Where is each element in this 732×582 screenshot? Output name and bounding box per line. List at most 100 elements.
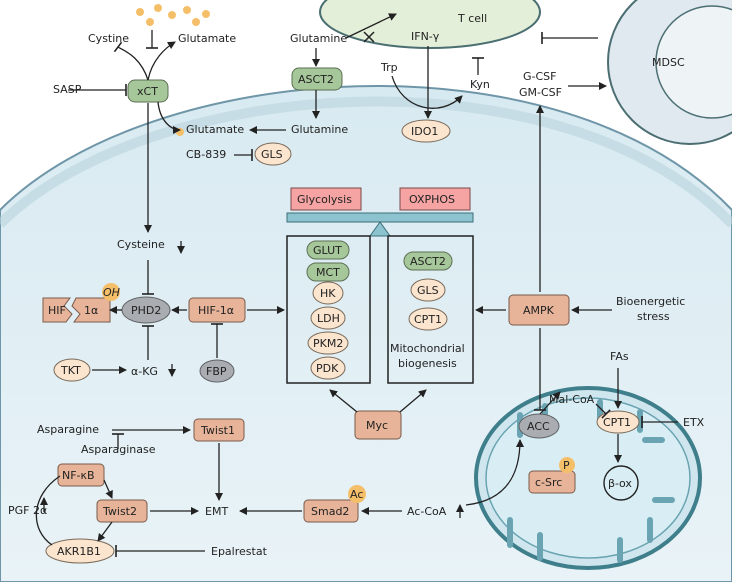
cpt1-node [408, 307, 448, 331]
etx-label: ETX [683, 416, 705, 429]
tkt-node [53, 358, 91, 382]
acc-node [518, 413, 560, 439]
oxphos-box [399, 187, 471, 211]
pkm2-node [307, 331, 349, 355]
akr1b1-label: AKR1B1 [57, 545, 101, 558]
acc-label: ACC [527, 420, 550, 433]
mdsc-nucleus [655, 5, 732, 119]
twist2-label: Twist2 [102, 505, 137, 518]
hk-node [312, 281, 344, 305]
glutamate-particles [136, 4, 210, 26]
oxphos-label: OXPHOS [409, 193, 455, 206]
akr1b1-node [45, 538, 115, 564]
csrc-label: c-Src [535, 476, 562, 489]
malcoa-label: Mal-CoA [549, 393, 595, 406]
cpt1-mito-label: CPT1 [603, 416, 631, 429]
hif-fragment-left [42, 297, 73, 323]
mct-label: MCT [316, 266, 340, 279]
ldh-label: LDH [317, 312, 340, 325]
cb839-label: CB-839 [186, 148, 226, 161]
ac-badge [348, 485, 366, 503]
glutamate-mid-label: Glutamate [186, 123, 244, 136]
stress-line2: stress [637, 310, 670, 323]
ldh-node [310, 306, 346, 330]
ifn-label: IFN-γ [411, 30, 440, 43]
hif1a-label: HIF-1α [198, 304, 234, 317]
glycolysis-box [290, 187, 362, 211]
cpt1-label: CPT1 [414, 313, 442, 326]
gls-top-node [254, 142, 292, 166]
asct2-label: ASCT2 [410, 255, 446, 268]
gcsf-label: G-CSF [523, 70, 556, 83]
akg-label: α-KG [131, 365, 158, 378]
glut-label: GLUT [313, 244, 342, 257]
asparagine-label: Asparagine [37, 423, 99, 436]
fbp-node [199, 359, 235, 383]
fbp-label: FBP [206, 365, 227, 378]
asparaginase-label: Asparaginase [81, 443, 156, 456]
oh-label: OH [103, 286, 120, 299]
hif1a-node [188, 297, 246, 323]
gls-node [410, 278, 446, 302]
glutamine-left-label: Glutamine [290, 32, 347, 45]
asct2-node [403, 251, 453, 271]
beta-ox-cycle [603, 465, 639, 501]
gls-label: GLS [417, 284, 439, 297]
xct-label: xCT [137, 85, 158, 98]
oxphos-panel [387, 235, 474, 384]
smad2-label: Smad2 [311, 505, 349, 518]
cysteine-label: Cysteine [117, 238, 165, 251]
beta-ox-label: β-ox [608, 477, 632, 490]
ampk-label: AMPK [523, 304, 555, 317]
smad2-node [303, 499, 359, 523]
hif-fragment-right-label: 1α [84, 304, 98, 317]
ac-badge-label: Ac [350, 488, 363, 501]
nfkb-node [57, 463, 105, 487]
epalrestat-label: Epalrestat [211, 545, 268, 558]
emt-label: EMT [205, 505, 228, 518]
mdsc-label: MDSC [652, 56, 685, 69]
pathway-edges [35, 13, 678, 557]
stress-line1: Bioenergetic [616, 295, 685, 308]
mito-biogenesis-line1: Mitochondrial [390, 342, 465, 355]
pdk-label: PDK [316, 362, 339, 375]
mct-node [306, 262, 350, 282]
tumor-cell-inner-band [0, 96, 732, 228]
nfkb-label: NF-κB [62, 469, 95, 482]
myc-label: Myc [366, 419, 388, 432]
hif-fragment-left-label: HIF [48, 304, 66, 317]
glutamine-mid-label: Glutamine [291, 123, 348, 136]
twist1-label: Twist1 [200, 424, 235, 437]
glut-node [306, 240, 350, 260]
csrc-node [528, 470, 576, 494]
ampk-node [508, 294, 570, 326]
p-badge [559, 457, 575, 473]
gls-top-label: GLS [261, 148, 283, 161]
oh-badge [102, 283, 120, 301]
mito-biogenesis-line2: biogenesis [398, 357, 457, 370]
gmcsf-label: GM-CSF [519, 86, 562, 99]
acoa-label: Ac-CoA [407, 505, 447, 518]
ido1-node [401, 119, 451, 143]
glutamate-top-label: Glutamate [178, 32, 236, 45]
glycolysis-panel [286, 235, 371, 384]
fas-label: FAs [610, 350, 629, 363]
asct2-top-label: ASCT2 [298, 73, 334, 86]
twist2-node [96, 499, 148, 523]
myc-node [354, 410, 402, 440]
t-cell-label: T cell [457, 12, 487, 25]
ido1-label: IDO1 [411, 125, 438, 138]
twist1-node [193, 418, 245, 442]
indicator-arrows [40, 31, 464, 518]
glycolysis-label: Glycolysis [297, 193, 352, 206]
t-cell [319, 0, 541, 49]
pgf2a-label: PGF 2α [8, 504, 47, 517]
balance-fulcrum [369, 221, 391, 237]
trp-label: Trp [380, 61, 398, 74]
hk-label: HK [320, 287, 336, 300]
pdk-node [310, 356, 346, 380]
asct2-top-node [291, 67, 343, 91]
cystine-label: Cystine [88, 32, 129, 45]
